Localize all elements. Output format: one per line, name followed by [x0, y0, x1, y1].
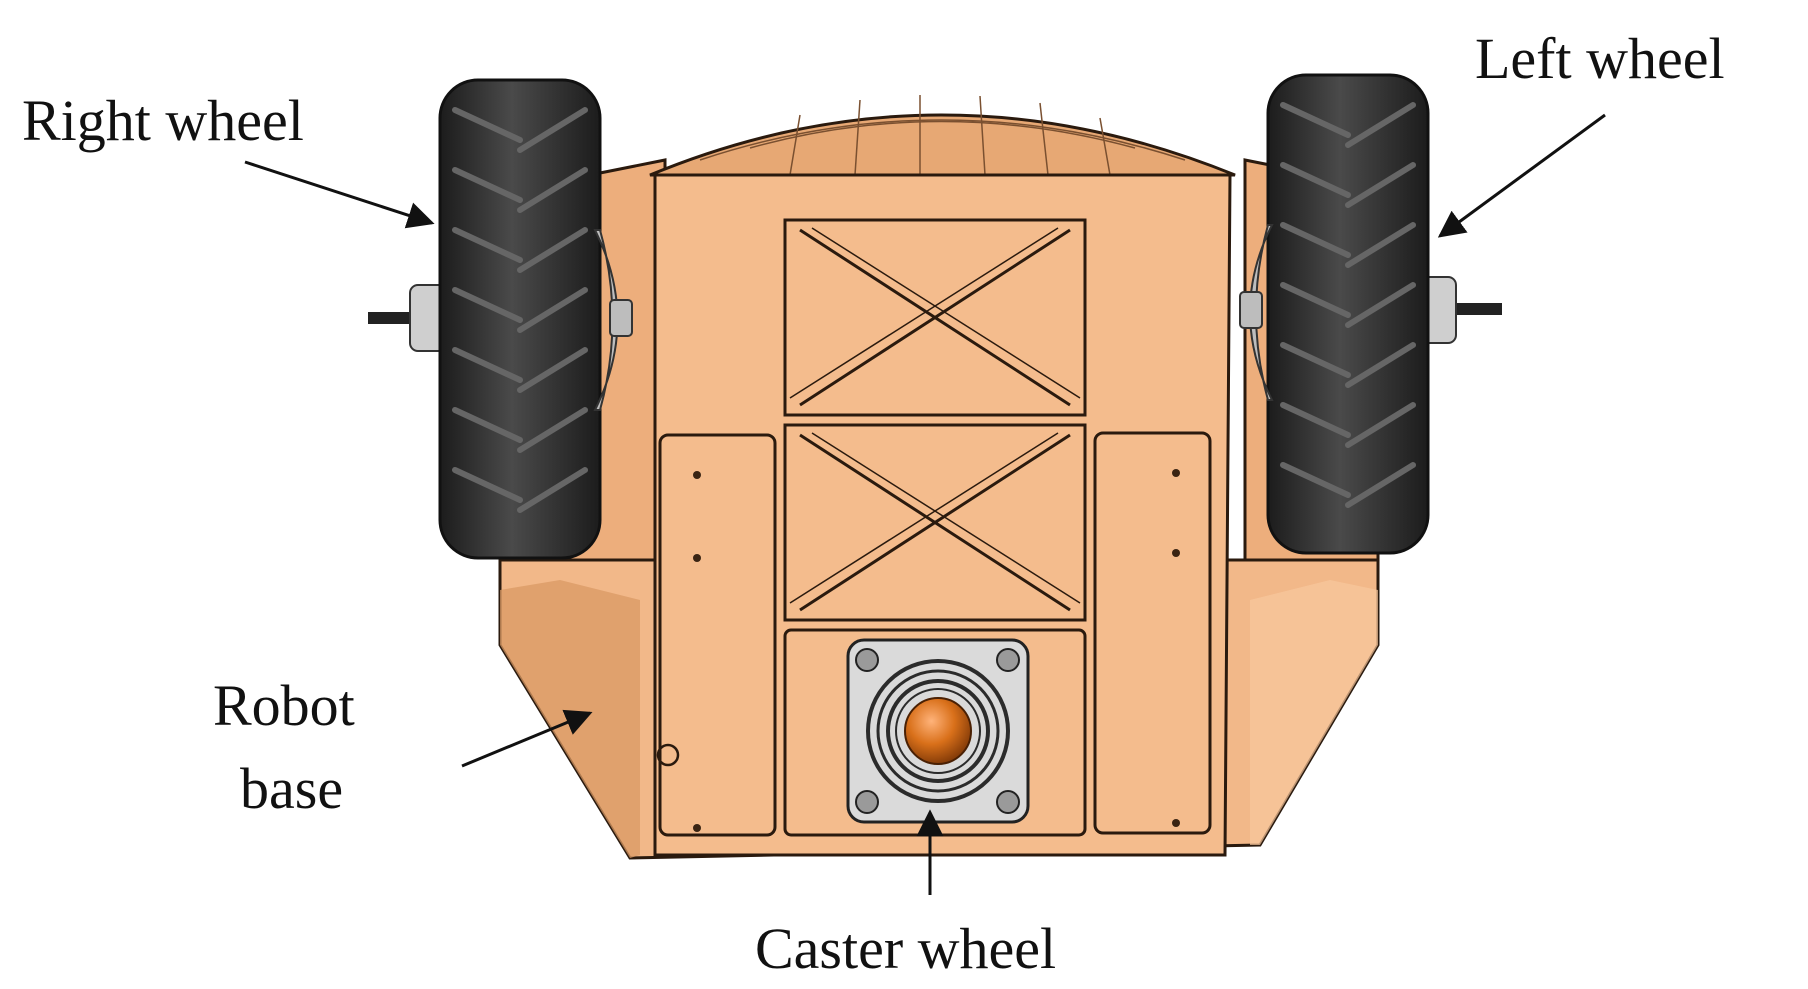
- robot-base-label-line2: base: [240, 756, 343, 821]
- caster-ball: [904, 697, 972, 765]
- right-wheel-arrow: [244, 160, 435, 229]
- left-wheel-tread: [1280, 102, 1416, 508]
- right-wheel-tread: [452, 107, 588, 513]
- caster-wheel-label: Caster wheel: [755, 916, 1056, 981]
- robot-base-arrow: [461, 709, 593, 768]
- rivets: [693, 469, 1180, 832]
- caster-rings: [866, 659, 1010, 803]
- dome-grid: [699, 95, 1186, 176]
- left-wheel-arrow: [1437, 113, 1606, 238]
- left-wheel-label: Left wheel: [1475, 26, 1725, 91]
- right-side-panel: [1093, 431, 1212, 835]
- right-wheel: [368, 78, 633, 560]
- left-wheel-rim: [1249, 224, 1274, 401]
- right-wheel-label: Right wheel: [22, 88, 304, 153]
- left-wheel-hub-inner: [1239, 291, 1263, 329]
- base-hole: [656, 743, 680, 767]
- caster-wheel-assembly: [846, 638, 1030, 824]
- caster-screws: [855, 648, 1020, 814]
- right-wheel-rim: [593, 229, 619, 411]
- base-top-dome: [649, 113, 1236, 177]
- left-side-panel: [658, 433, 777, 837]
- base-skirt-shade-right: [1250, 580, 1378, 845]
- x-brace-panel: [783, 218, 1087, 622]
- base-skirt-shade: [500, 580, 640, 858]
- right-wheel-hub-inner: [609, 299, 633, 337]
- left-wheel: [1239, 73, 1502, 555]
- robot-base-label-line1: Robot: [213, 673, 355, 738]
